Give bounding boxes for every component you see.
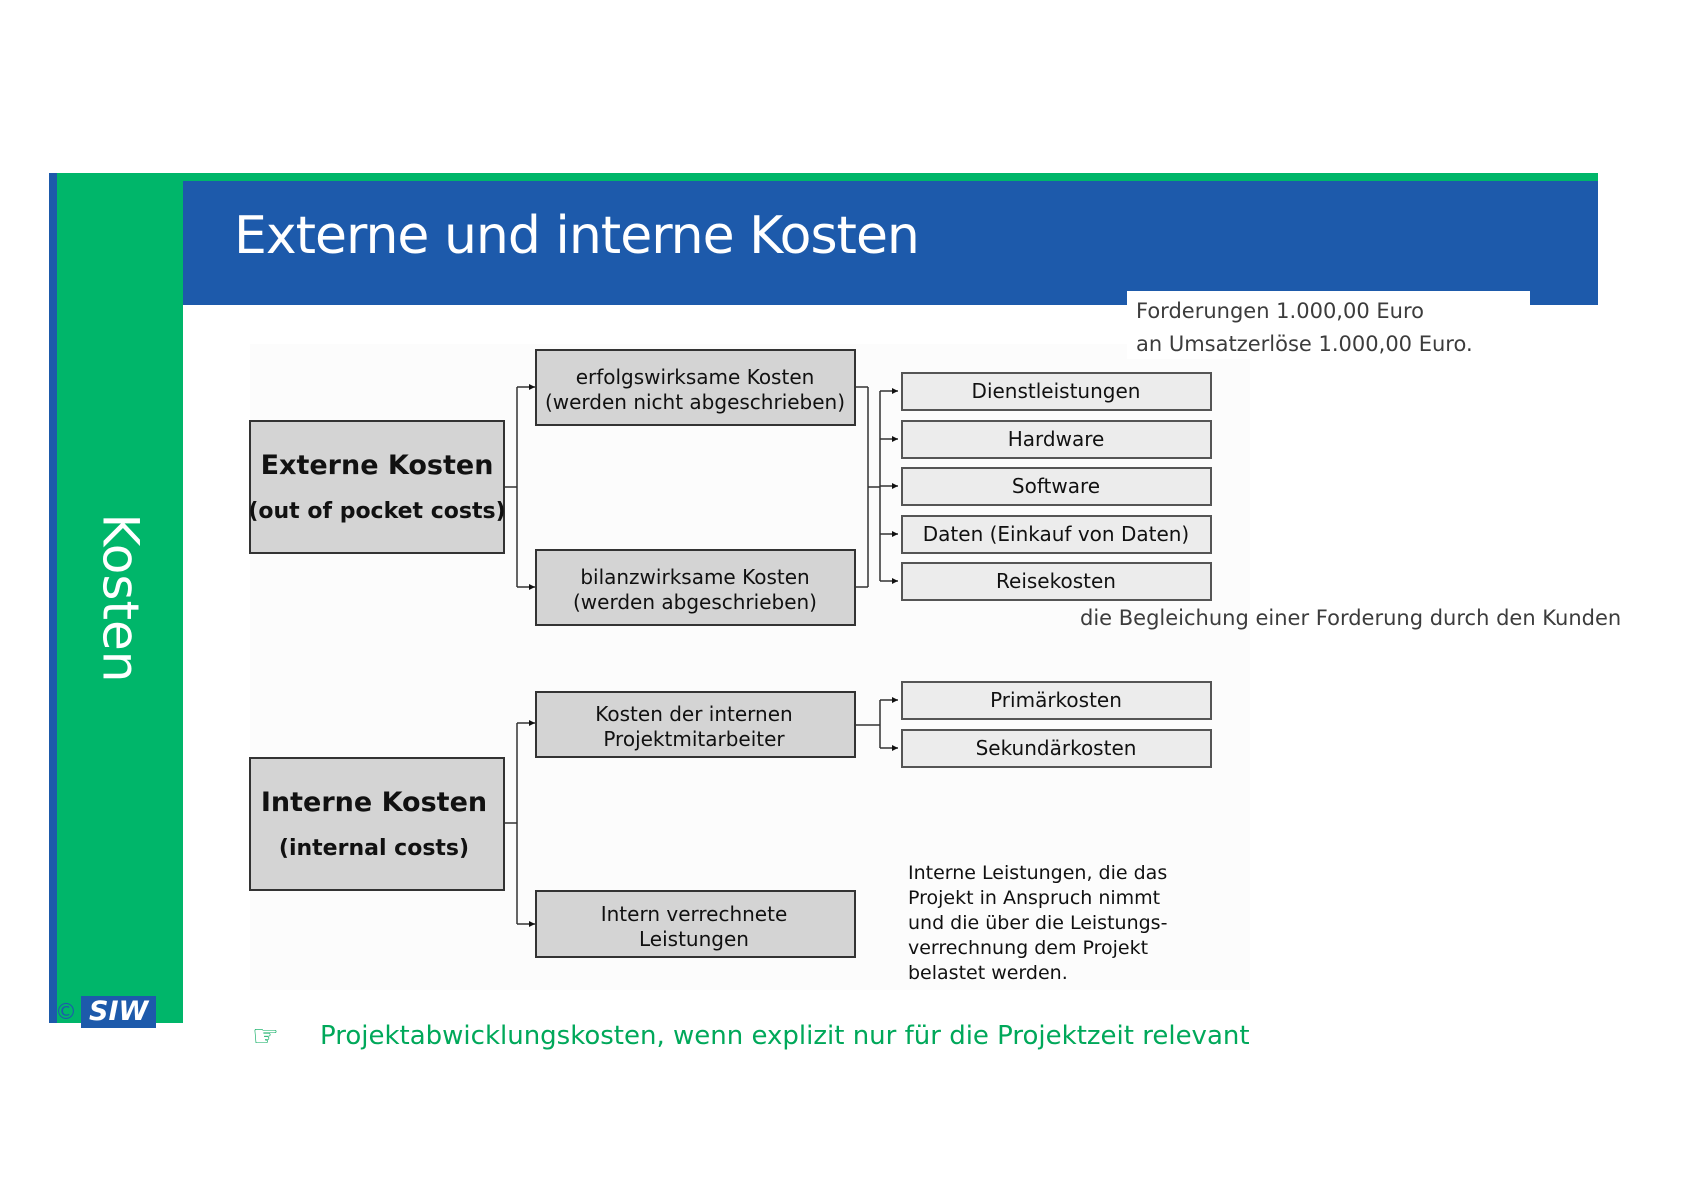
- income-effective-costs-line2: (werden nicht abgeschrieben): [545, 390, 845, 414]
- page-title: Externe und interne Kosten: [234, 206, 920, 266]
- balance-effective-costs-line2: (werden abgeschrieben): [573, 590, 817, 614]
- internal-charged-services-line2: Leistungen: [639, 927, 749, 951]
- income-effective-costs-box: erfolgswirksame Kosten (werden nicht abg…: [535, 349, 856, 426]
- internal-services-note: Interne Leistungen, die das Projekt in A…: [908, 862, 1168, 984]
- external-cost-items: Dienstleistungen Hardware Software Daten…: [901, 372, 1212, 601]
- balance-effective-costs-box: bilanzwirksame Kosten (werden abgeschrie…: [535, 549, 856, 626]
- sidebar-panel: [57, 173, 183, 1023]
- internal-staff-costs-line1: Kosten der internen: [595, 702, 792, 726]
- internal-staff-costs-box: Kosten der internen Projektmitarbeiter: [535, 691, 856, 758]
- header-accent-line: [183, 173, 1598, 181]
- balance-effective-costs-line1: bilanzwirksame Kosten: [580, 565, 809, 589]
- copyright-symbol: ©: [55, 999, 77, 1025]
- cost-item-hardware: Hardware: [1008, 427, 1105, 451]
- booking-note-text: Forderungen 1.000,00 Euro an Umsatzerlös…: [1136, 299, 1473, 356]
- external-costs-subtitle: (out of pocket costs): [248, 499, 505, 524]
- siw-logo: © SIW: [55, 996, 157, 1028]
- cost-item-box: [901, 562, 1212, 601]
- footer-bullet-text: Projektabwicklungskosten, wenn explizit …: [320, 1021, 1250, 1051]
- internal-costs-box: Interne Kosten (internal costs): [249, 757, 505, 891]
- income-effective-costs-line1: erfolgswirksame Kosten: [576, 365, 815, 389]
- pointing-hand-icon: ☞: [252, 1018, 279, 1054]
- cost-item-box: [901, 681, 1212, 720]
- sidebar-accent-stripe: [49, 173, 57, 1023]
- cost-item-box: [901, 515, 1212, 554]
- siw-brand: SIW: [81, 996, 157, 1028]
- cost-item-box: [901, 372, 1212, 411]
- internal-staff-costs-line2: Projektmitarbeiter: [603, 727, 785, 751]
- footer-bullet: ☞ Projektabwicklungskosten, wenn explizi…: [252, 1016, 1250, 1056]
- internal-cost-items: Primärkosten Sekundärkosten: [901, 681, 1212, 768]
- external-costs-title: Externe Kosten: [261, 450, 494, 481]
- settlement-annotation: die Begleichung einer Forderung durch de…: [1080, 606, 1622, 630]
- internal-costs-title: Interne Kosten: [261, 787, 487, 818]
- internal-charged-services-box: Intern verrechnete Leistungen: [535, 890, 856, 958]
- cost-item-sekundaerkosten: Sekundärkosten: [976, 736, 1137, 760]
- cost-item-box: [901, 729, 1212, 768]
- booking-note-box: [1127, 291, 1530, 359]
- internal-charged-services-line1: Intern verrechnete: [601, 902, 788, 926]
- cost-item-daten: Daten (Einkauf von Daten): [923, 522, 1189, 546]
- internal-connectors: [505, 697, 898, 927]
- external-connectors: [505, 384, 898, 590]
- cost-item-dienstleistungen: Dienstleistungen: [972, 379, 1141, 403]
- cost-item-primaerkosten: Primärkosten: [990, 688, 1122, 712]
- cost-item-box: [901, 467, 1212, 506]
- cost-item-box: [901, 420, 1212, 459]
- cost-item-software: Software: [1012, 474, 1100, 498]
- cost-item-reisekosten: Reisekosten: [996, 569, 1116, 593]
- header-bar: [183, 181, 1598, 305]
- internal-costs-subtitle: (internal costs): [279, 836, 469, 861]
- external-costs-box: Externe Kosten (out of pocket costs): [248, 420, 506, 554]
